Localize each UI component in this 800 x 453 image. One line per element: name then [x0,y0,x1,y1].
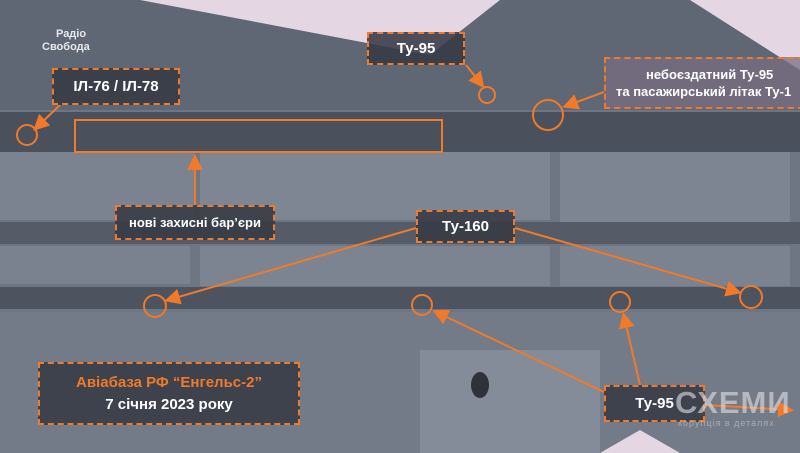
label-barriers: нові захисні бар’єри [115,205,275,240]
label-tu95-top: Ту-95 [367,32,465,65]
radio-svoboda-logo: Радіо Свобода [38,28,90,54]
marker-tu160-2 [739,285,763,309]
title-line2: 7 січня 2023 року [105,395,233,413]
title-line1: Авіабаза РФ “Енгельс-2” [76,373,262,391]
lower-runway [0,287,800,309]
logo-line1: Радіо [56,28,87,40]
schemy-watermark: СХЕМИ [675,385,791,420]
marker-tu95-1 [411,294,433,316]
title-box: Авіабаза РФ “Енгельс-2” 7 січня 2023 рок… [38,362,300,425]
label-broken: небоєздатний Ту-95 та пасажирський літак… [604,57,800,109]
schemy-tagline: корупція в деталях [678,418,775,428]
label-tu95-bottom: Ту-95 [604,385,705,422]
marker-tu160-1 [143,294,167,318]
marker-tu95-2 [609,291,631,313]
logo-line2: Свобода [42,41,90,53]
marker-tu95-top [478,86,496,104]
label-broken-line2: та пасажирський літак Ту-1 [616,84,792,99]
marker-il [16,124,38,146]
label-tu160: Ту-160 [416,210,515,243]
main-runway [0,112,800,152]
barrier-zone [74,119,443,153]
marker-broken [532,99,564,131]
label-il: ІЛ-76 / ІЛ-78 [52,68,180,105]
label-broken-line1: небоєздатний Ту-95 [646,67,774,82]
